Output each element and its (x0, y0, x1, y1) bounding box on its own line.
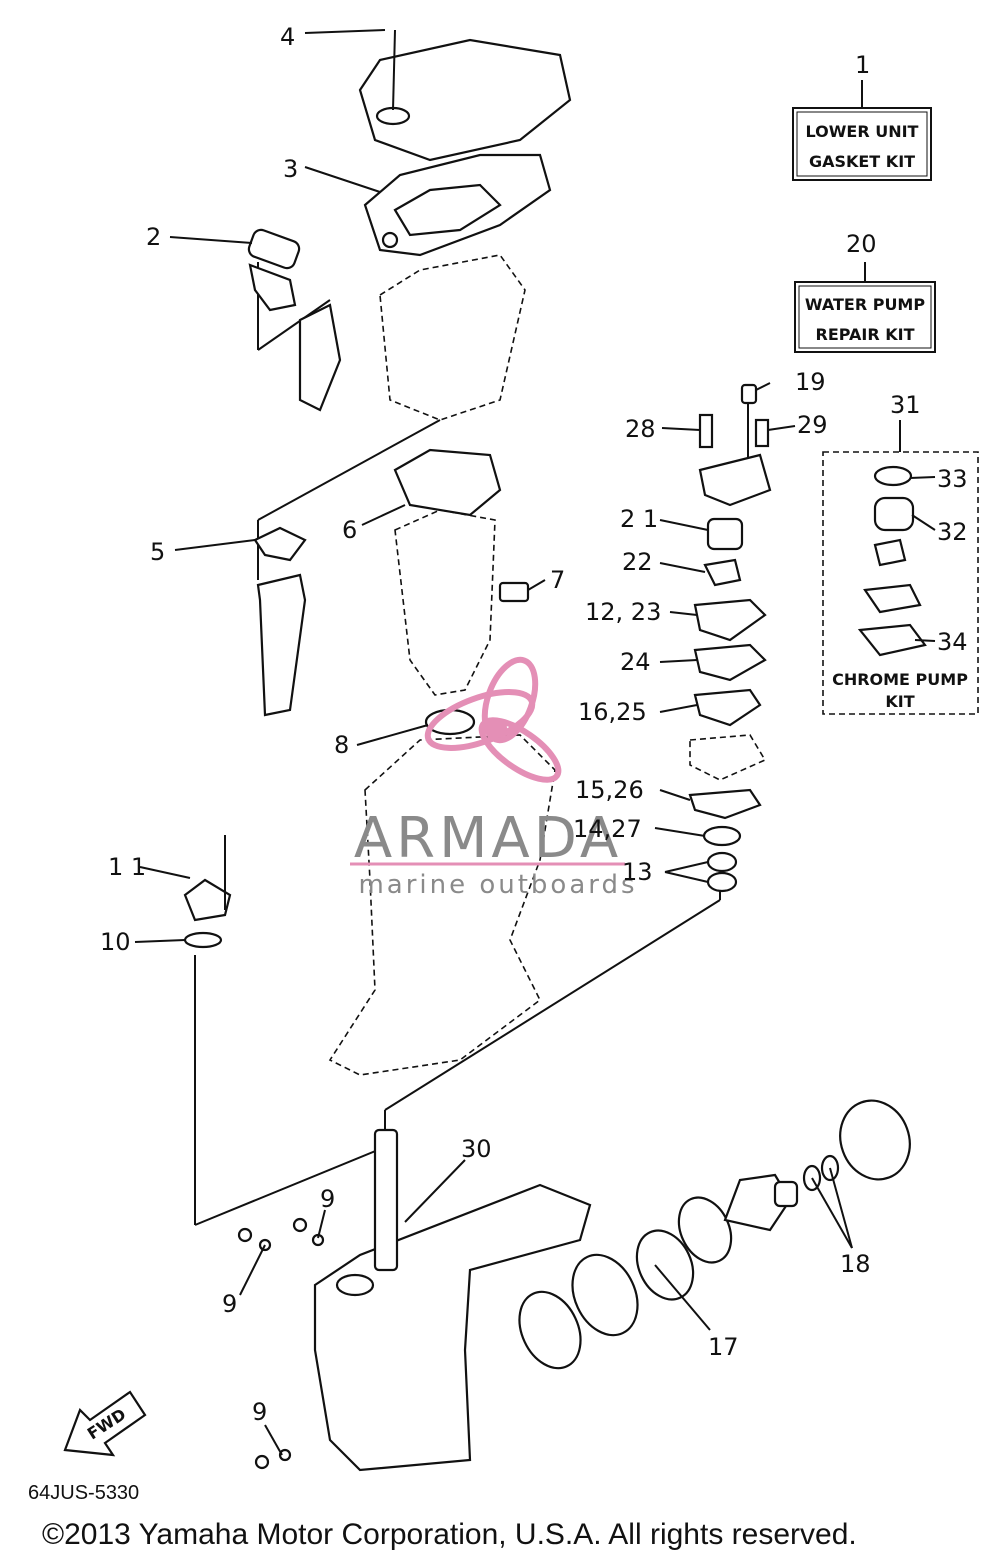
chrome-pump-kit-line1: CHROME PUMP (832, 670, 968, 689)
callout-29: 29 (797, 411, 828, 439)
callout-16-25: 16,25 (578, 698, 647, 726)
part-code: 64JUS-5330 (28, 1482, 139, 1504)
callout-22: 22 (622, 548, 653, 576)
part-2-bracket (247, 228, 301, 312)
fwd-arrow: FWD (63, 1390, 147, 1457)
water-pump-kit-line2: REPAIR KIT (816, 325, 915, 344)
callout-17: 17 (708, 1333, 739, 1361)
watermark-tagline: marine outboards (358, 870, 637, 900)
callout-33: 33 (937, 465, 968, 493)
callout-14-27: 14,27 (573, 815, 642, 843)
callout-9-left: 9 (222, 1290, 237, 1318)
callout-7: 7 (550, 566, 565, 594)
watermark: ARMADA marine outboards (350, 656, 637, 900)
callout-4: 4 (280, 23, 295, 51)
callout-24: 24 (620, 648, 651, 676)
callout-8: 8 (334, 731, 349, 759)
lower-unit-kit-line1: LOWER UNIT (806, 122, 919, 141)
propeller-logo-icon (424, 656, 562, 783)
copyright-notice: ©2013 Yamaha Motor Corporation, U.S.A. A… (42, 1518, 857, 1551)
callout-2: 2 (146, 223, 161, 251)
part-7-block (498, 581, 530, 603)
callout-15-26: 15,26 (575, 776, 644, 804)
chrome-pump-kit-box (822, 420, 979, 715)
callout-3: 3 (283, 155, 298, 183)
callout-32: 32 (937, 518, 968, 546)
callout-19: 19 (795, 368, 826, 396)
callout-1: 1 (855, 51, 870, 79)
callout-34: 34 (937, 628, 968, 656)
water-pump-repair-kit-box: WATER PUMP REPAIR KIT (794, 262, 936, 353)
driveshaft-housing-lower (328, 734, 556, 1076)
water-pump-parts (688, 383, 772, 893)
callout-18: 18 (840, 1250, 871, 1278)
part-5-exhaust-tube (253, 526, 307, 717)
callout-28: 28 (625, 415, 656, 443)
callout-leaders (134, 29, 936, 1456)
callout-9-lower: 9 (252, 1398, 267, 1426)
part-6-gasket (393, 448, 502, 517)
chrome-pump-kit-line2: KIT (885, 692, 914, 711)
callout-13: 13 (622, 858, 653, 886)
water-pump-kit-line1: WATER PUMP (805, 295, 925, 314)
callout-30: 30 (461, 1135, 492, 1163)
part-11-10-assembly (183, 835, 232, 1150)
callout-9-upper: 9 (320, 1185, 335, 1213)
callout-21: 2 1 (620, 505, 658, 533)
callout-11: 1 1 (108, 853, 146, 881)
part-3-gasket (363, 153, 552, 257)
callout-10: 10 (100, 928, 131, 956)
lower-unit-gasket-kit-box: LOWER UNIT GASKET KIT (792, 80, 932, 181)
callout-numbers: 4 1 3 2 20 19 31 28 29 33 6 2 1 32 5 7 2… (100, 23, 968, 1426)
callout-12-23: 12, 23 (585, 598, 661, 626)
propeller-shaft-parts (518, 1099, 911, 1370)
callout-31: 31 (890, 391, 921, 419)
part-4-top-cowl (358, 38, 572, 162)
driveshaft-housing-upper (394, 509, 496, 696)
lower-unit-kit-line2: GASKET KIT (809, 152, 915, 171)
watermark-brand: ARMADA (354, 806, 622, 871)
callout-6: 6 (342, 516, 357, 544)
callout-5: 5 (150, 538, 165, 566)
small-bolts (237, 1217, 325, 1470)
callout-20: 20 (846, 230, 877, 258)
gearcase-lower-unit (313, 1128, 592, 1472)
upper-casing-housing (298, 254, 526, 421)
